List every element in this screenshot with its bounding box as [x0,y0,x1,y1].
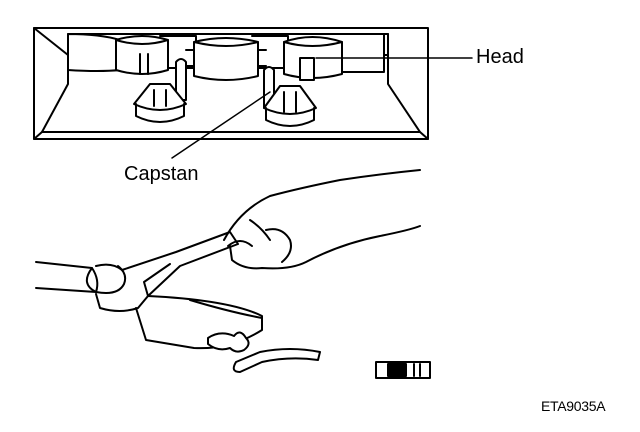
capstan-label: Capstan [124,163,199,185]
cassette-tape-icon [375,361,431,379]
cleaning-stick-icon [35,231,263,350]
guide-roller-left-icon [115,35,169,75]
tape-deck-mechanism-icon [33,27,473,159]
hand-icon [223,169,421,270]
cotton-swab-icon [207,331,321,373]
figure-code: ETA9035A [541,398,606,414]
head-label: Head [476,46,524,68]
pinch-roller-icon [133,83,317,127]
head-icon [185,37,267,81]
head-right-icon [283,36,343,81]
